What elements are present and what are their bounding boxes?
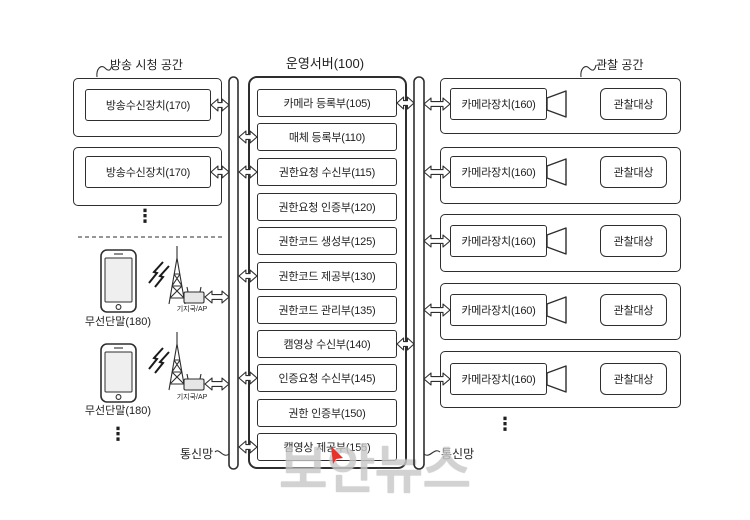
module-cam-video-receiver: 캠영상 수신부(140) xyxy=(257,330,397,358)
network-label-left: 통신망 xyxy=(180,447,214,461)
camera-device-box-2: 카메라장치(160) xyxy=(450,156,547,188)
camera-device-box-1: 카메라장치(160) xyxy=(450,88,547,120)
base-station-tower-icon xyxy=(168,246,186,305)
module-permission-request-receiver: 권한요청 수신부(115) xyxy=(257,158,397,186)
base-station-label-2: 기지국/AP xyxy=(176,394,208,401)
ellipsis-terminals: ⋮ xyxy=(109,424,127,444)
base-station-label-1: 기지국/AP xyxy=(176,306,208,313)
watermark-logo: 보안뉴스 xyxy=(279,442,471,500)
module-permission-authenticator: 권한 인증부(150) xyxy=(257,399,397,427)
server-title: 운영서버(100) xyxy=(285,56,365,71)
lightning-icon xyxy=(148,261,170,288)
module-permission-code-manager: 권한코드 관리부(135) xyxy=(257,296,397,324)
smartphone-icon xyxy=(100,249,137,313)
camera-device-box-4: 카메라장치(160) xyxy=(450,294,547,326)
lightning-icon xyxy=(148,347,170,374)
leader-observation-space xyxy=(580,64,597,78)
observation-space-label: 관찰 공간 xyxy=(596,58,644,72)
observation-target-box-1: 관찰대상 xyxy=(600,88,667,120)
ellipsis-cameras: ⋮ xyxy=(496,414,514,434)
smartphone-icon xyxy=(100,343,137,403)
observation-target-box-3: 관찰대상 xyxy=(600,225,667,257)
leader-network-left xyxy=(214,450,230,456)
broadcast-receiver-box-2: 방송수신장치(170) xyxy=(85,156,211,188)
ellipsis-receivers: ⋮ xyxy=(136,206,154,226)
network-bus-right xyxy=(413,76,425,470)
module-auth-request-receiver: 인증요청 수신부(145) xyxy=(257,364,397,392)
camera-device-box-3: 카메라장치(160) xyxy=(450,225,547,257)
module-permission-code-provider: 권한코드 제공부(130) xyxy=(257,262,397,290)
access-point-icon xyxy=(183,373,205,391)
base-station-tower-icon xyxy=(168,332,186,391)
module-permission-code-generator: 권한코드 생성부(125) xyxy=(257,227,397,255)
viewing-space-label: 방송 시청 공간 xyxy=(110,58,183,72)
observation-target-box-5: 관찰대상 xyxy=(600,363,667,395)
wireless-terminal-label-1: 무선단말(180) xyxy=(84,316,152,328)
arrow-ap2-network xyxy=(204,377,230,391)
observation-target-box-4: 관찰대상 xyxy=(600,294,667,326)
observation-target-box-2: 관찰대상 xyxy=(600,156,667,188)
wireless-terminal-label-2: 무선단말(180) xyxy=(84,405,152,417)
camera-device-box-5: 카메라장치(160) xyxy=(450,363,547,395)
network-bus-left xyxy=(228,76,239,470)
module-permission-request-authenticator: 권한요청 인증부(120) xyxy=(257,193,397,221)
module-camera-registration: 카메라 등록부(105) xyxy=(257,89,397,117)
access-point-icon xyxy=(183,286,205,304)
network-label-right: 통신망 xyxy=(441,447,475,461)
arrow-ap1-network xyxy=(204,290,230,304)
module-media-registration: 매체 등록부(110) xyxy=(257,123,397,151)
broadcast-receiver-box-1: 방송수신장치(170) xyxy=(85,89,211,121)
